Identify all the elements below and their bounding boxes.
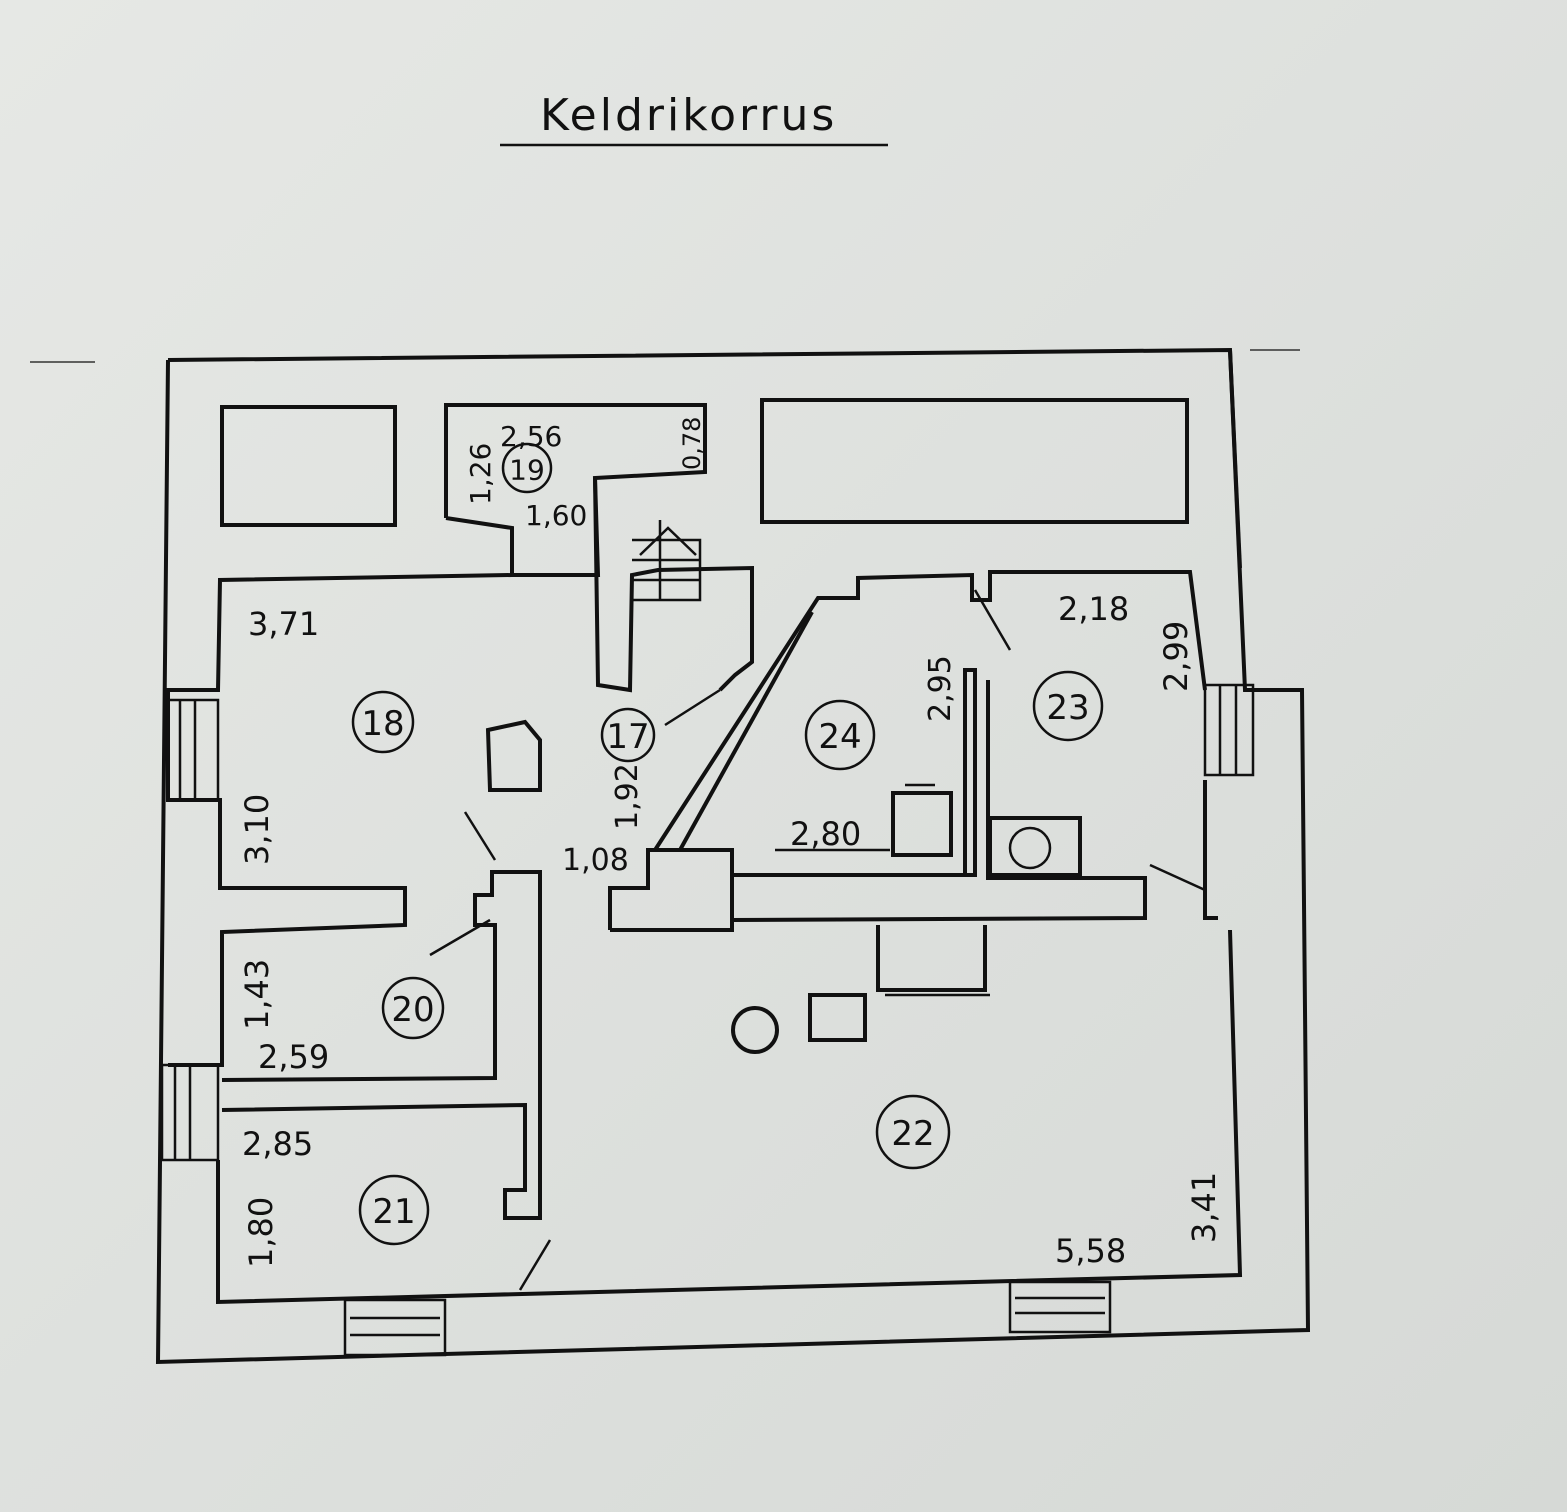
dim-19-right: 0,78 bbox=[678, 417, 706, 470]
room-19-label: 19 bbox=[501, 442, 553, 494]
dim-21-top: 2,85 bbox=[242, 1125, 313, 1163]
dim-24-side: 2,95 bbox=[923, 655, 958, 722]
room-20-label: 20 bbox=[381, 976, 445, 1040]
svg-text:23: 23 bbox=[1046, 688, 1089, 728]
dim-19-left: 1,26 bbox=[464, 443, 497, 505]
room-23-label: 23 bbox=[1032, 670, 1104, 742]
dimension-labels: 2,56 1,26 1,60 0,78 3,71 3,10 1,92 1,08 … bbox=[238, 417, 1223, 1270]
room-24-label: 24 bbox=[804, 699, 876, 771]
dim-23-side: 2,99 bbox=[1157, 621, 1195, 692]
dim-21-side: 1,80 bbox=[242, 1197, 280, 1268]
room-19-walls bbox=[444, 403, 754, 693]
svg-text:24: 24 bbox=[818, 717, 861, 757]
dim-17-bottom: 1,08 bbox=[562, 843, 629, 878]
dim-22-bottom: 5,58 bbox=[1055, 1232, 1126, 1270]
dim-19-bottom: 1,60 bbox=[525, 499, 587, 532]
top-right-block bbox=[760, 398, 1189, 524]
drain-icon bbox=[731, 1006, 779, 1054]
sink-icon bbox=[808, 993, 867, 1042]
dim-24-bottom: 2,80 bbox=[790, 815, 861, 853]
room-21-label: 21 bbox=[358, 1174, 430, 1246]
dim-18-top: 3,71 bbox=[248, 605, 319, 643]
room-labels: 17 18 19 20 21 22 23 24 bbox=[351, 442, 1104, 1246]
room-18-label: 18 bbox=[351, 690, 415, 754]
dim-18-left: 3,10 bbox=[238, 794, 276, 865]
stove-icon bbox=[485, 719, 542, 792]
dim-22-side: 3,41 bbox=[1185, 1172, 1223, 1243]
svg-text:22: 22 bbox=[891, 1114, 934, 1154]
dim-20-side: 1,43 bbox=[238, 959, 276, 1030]
plan-title: Keldrikorrus bbox=[540, 90, 837, 141]
svg-text:17: 17 bbox=[606, 717, 649, 757]
room-22-fixtures bbox=[731, 925, 990, 1054]
dim-17-side: 1,92 bbox=[610, 763, 645, 830]
washer-icon bbox=[988, 816, 1082, 877]
bottom-wall bbox=[216, 683, 1255, 1357]
dim-20-bottom: 2,59 bbox=[258, 1038, 329, 1076]
svg-text:21: 21 bbox=[372, 1192, 415, 1232]
svg-text:20: 20 bbox=[391, 990, 434, 1030]
boiler-icon bbox=[891, 791, 953, 857]
outer-walls bbox=[30, 347, 1311, 1365]
svg-text:18: 18 bbox=[361, 704, 404, 744]
room-23-24-walls bbox=[608, 570, 1218, 932]
room-22-label: 22 bbox=[875, 1094, 951, 1170]
top-left-block bbox=[220, 405, 397, 527]
dim-23-top: 2,18 bbox=[1058, 590, 1129, 628]
dim-19-top: 2,56 bbox=[500, 420, 562, 453]
room-17-label: 17 bbox=[600, 707, 656, 763]
svg-text:19: 19 bbox=[509, 454, 545, 487]
room-18-walls bbox=[166, 573, 542, 1067]
room-20-21-walls bbox=[160, 870, 552, 1291]
